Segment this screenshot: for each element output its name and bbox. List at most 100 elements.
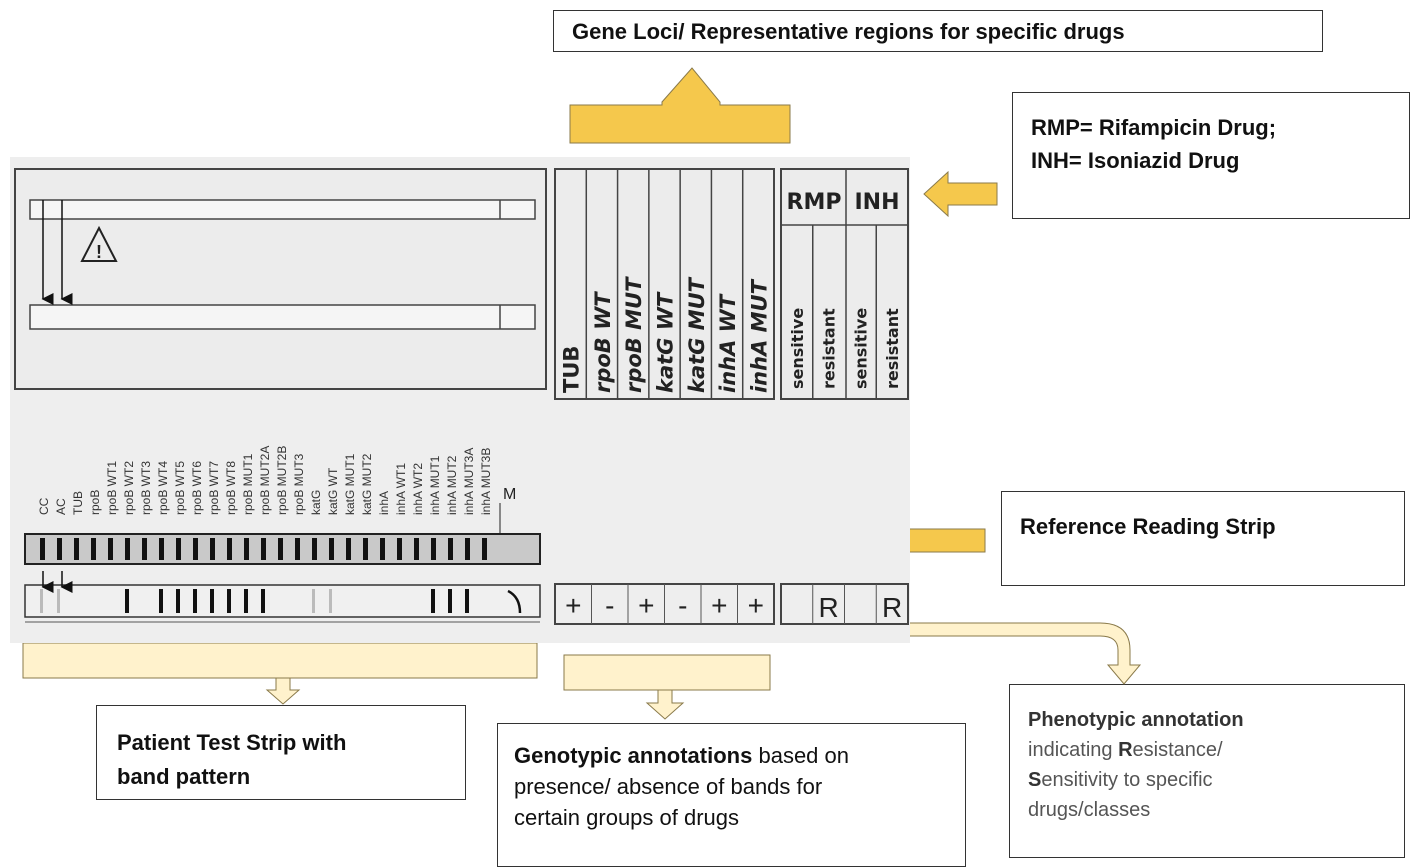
patient-strip xyxy=(24,584,541,618)
strip-position-label: rpoB WT3 xyxy=(139,461,153,515)
phenotype-mark: R xyxy=(819,592,839,623)
strip-position-label: inhA WT2 xyxy=(411,463,425,515)
reference-band xyxy=(108,538,113,560)
patient-mark-end xyxy=(507,589,522,614)
reference-band xyxy=(227,538,232,560)
strip-position-label: TUB xyxy=(71,491,85,515)
reference-band xyxy=(125,538,130,560)
strip-position-label: AC xyxy=(54,498,68,515)
locus-label: katG MUT xyxy=(685,276,709,393)
patient-band xyxy=(227,589,231,613)
patient-band xyxy=(448,589,452,613)
genotype-mark: + xyxy=(711,590,727,621)
resistance-rest: esistance/ xyxy=(1132,739,1223,761)
phenotypic-text: Phenotypic annotation indicating Resista… xyxy=(1028,705,1244,825)
genotype-mark: + xyxy=(565,590,581,621)
phenotype-connector xyxy=(904,622,1142,685)
locus-label: katG WT xyxy=(654,291,678,393)
patient-strip-line2: band pattern xyxy=(117,764,251,789)
patient-band xyxy=(465,589,469,613)
phenotype-table xyxy=(780,168,909,400)
reference-band xyxy=(363,538,368,560)
reference-band xyxy=(176,538,181,560)
patient-band xyxy=(125,589,129,613)
locus-label: inhA WT xyxy=(716,293,740,393)
rmp-header: RMP xyxy=(787,190,842,215)
patient-band-faint xyxy=(329,589,332,613)
phenotypic-line4: drugs/classes xyxy=(1028,799,1151,821)
assay-card: ! TUB rpoB WT rpoB MUT katG WT katG MUT inhA … xyxy=(14,168,909,625)
strip-position-label: rpoB WT1 xyxy=(105,461,119,515)
locus-label: inhA MUT xyxy=(747,278,771,393)
reference-band xyxy=(278,538,283,560)
strip-position-label: katG MUT1 xyxy=(343,453,357,515)
rmp-definition: RMP= Rifampicin Drug; xyxy=(1031,115,1277,140)
locus-label: rpoB MUT xyxy=(622,276,646,393)
phenotypic-bold: Phenotypic annotation xyxy=(1028,709,1244,731)
strip-position-label: rpoB WT4 xyxy=(156,461,170,515)
strip-position-label: inhA MUT3A xyxy=(462,448,476,515)
phenotypic-box: Phenotypic annotation indicating Resista… xyxy=(1009,684,1405,858)
strip-position-label: katG xyxy=(309,490,323,515)
reference-strip-box: Reference Reading Strip xyxy=(1001,491,1405,586)
reference-band xyxy=(397,538,402,560)
strip-position-label: rpoB MUT2A xyxy=(258,446,272,515)
reference-band xyxy=(159,538,164,560)
locus-label: rpoB WT xyxy=(591,291,615,393)
strip-position-label: rpoB xyxy=(88,490,102,515)
genotypic-bold: Genotypic annotations xyxy=(514,743,753,768)
warning-icon xyxy=(80,225,118,262)
warning-icon-mark: ! xyxy=(96,242,102,262)
instruction-strip-top xyxy=(29,199,536,220)
patient-band-faint xyxy=(57,589,60,613)
phenotype-mark: R xyxy=(882,592,902,623)
reference-strip-title: Reference Reading Strip xyxy=(1020,514,1276,539)
reference-band xyxy=(244,538,249,560)
patient-band xyxy=(261,589,265,613)
assay-card-photo: ! TUB rpoB WT rpoB MUT katG WT katG MUT inhA … xyxy=(10,157,910,643)
genotype-bracket-bar xyxy=(563,654,771,691)
strip-position-label: inhA xyxy=(377,491,391,515)
patient-band xyxy=(431,589,435,613)
locus-label: TUB xyxy=(560,346,584,393)
strip-position-label: rpoB WT5 xyxy=(173,461,187,515)
strip-position-label: rpoB WT6 xyxy=(190,461,204,515)
phenotypic-line2: indicating xyxy=(1028,739,1119,761)
genotypic-line2: presence/ absence of bands for xyxy=(514,774,823,799)
reference-band xyxy=(142,538,147,560)
up-arrow xyxy=(569,67,791,144)
strip-position-label: rpoB MUT1 xyxy=(241,453,255,515)
phenotype-column-label: sensitive xyxy=(788,308,807,389)
strip-position-label: CC xyxy=(37,497,51,515)
patient-band-faint xyxy=(40,589,43,613)
genotype-mark: + xyxy=(638,590,654,621)
reference-band xyxy=(210,538,215,560)
strip-position-label: rpoB MUT3 xyxy=(292,453,306,515)
patient-band-faint xyxy=(312,589,315,613)
patient-strip-box: Patient Test Strip with band pattern xyxy=(96,705,466,800)
patient-bracket-bar xyxy=(22,642,538,679)
reference-band xyxy=(193,538,198,560)
reference-band xyxy=(57,538,62,560)
reference-band xyxy=(312,538,317,560)
reference-band xyxy=(448,538,453,560)
phenotype-column-label: resistant xyxy=(883,308,902,389)
genotype-mark: - xyxy=(678,590,687,621)
reference-band xyxy=(431,538,436,560)
instruction-strip-bottom xyxy=(29,304,536,330)
marker-label: M xyxy=(503,486,516,503)
genotypic-text: Genotypic annotations based on presence/… xyxy=(514,740,849,833)
patient-band xyxy=(244,589,248,613)
gene-loci-box: Gene Loci/ Representative regions for sp… xyxy=(553,10,1323,52)
reference-band xyxy=(346,538,351,560)
sensitivity-rest: ensitivity to specific xyxy=(1041,769,1213,791)
inh-definition: INH= Isoniazid Drug xyxy=(1031,148,1240,173)
inh-header: INH xyxy=(854,190,899,215)
reference-band xyxy=(380,538,385,560)
patient-down-arrow xyxy=(265,677,301,705)
patient-band xyxy=(193,589,197,613)
phenotype-column-label: resistant xyxy=(820,308,839,389)
patient-band xyxy=(210,589,214,613)
drug-legend-box: RMP= Rifampicin Drug; INH= Isoniazid Dru… xyxy=(1012,92,1410,219)
genotypic-rest: based on xyxy=(752,743,849,768)
